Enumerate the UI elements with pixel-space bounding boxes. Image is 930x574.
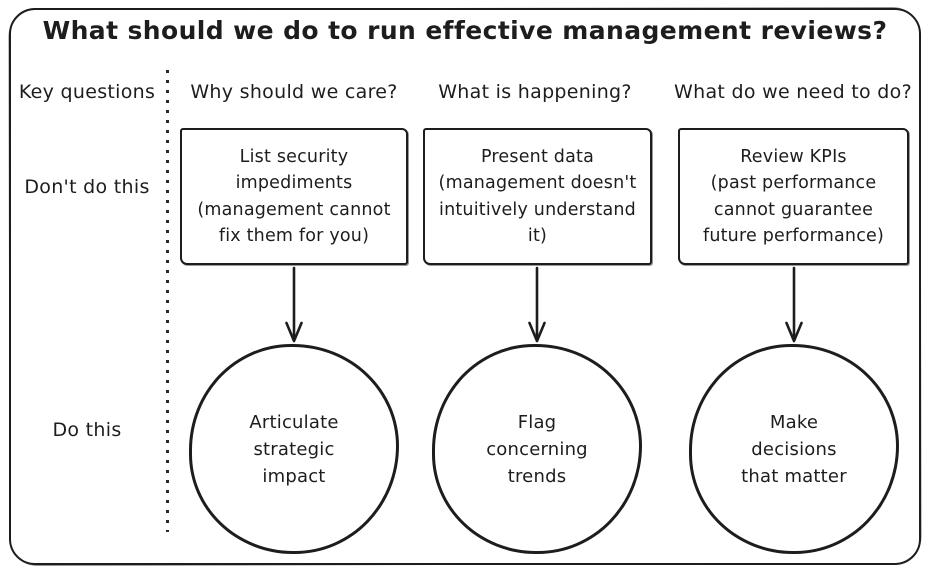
dont-box-review-kpis: Review KPIs (past performance cannot gua…	[678, 128, 909, 265]
do-circle-text: Make decisions that matter	[741, 411, 847, 487]
do-circle-flag-concerning-trends: Flag concerning trends	[432, 344, 642, 554]
do-circle-text: Articulate strategic impact	[249, 411, 339, 487]
do-circle-articulate-strategic-impact: Articulate strategic impact	[189, 344, 399, 554]
dont-box-text: List security impediments (management ca…	[197, 147, 391, 246]
down-arrow-icon	[528, 266, 546, 343]
row-label-dont-do-this: Don't do this	[24, 176, 150, 198]
row-label-key-questions: Key questions	[18, 81, 156, 103]
dont-box-text: Review KPIs (past performance cannot gua…	[702, 147, 885, 246]
dotted-divider	[166, 70, 169, 532]
down-arrow-icon	[285, 266, 303, 343]
column-header-what-is-happening: What is happening?	[438, 81, 632, 103]
do-circle-text: Flag concerning trends	[486, 411, 588, 487]
dont-box-present-data: Present data (management doesn't intuiti…	[423, 128, 652, 265]
dont-box-text: Present data (management doesn't intuiti…	[438, 147, 637, 246]
column-header-why-should-we-care: Why should we care?	[190, 81, 398, 103]
dont-box-list-security-impediments: List security impediments (management ca…	[180, 128, 408, 265]
row-label-do-this: Do this	[52, 419, 122, 441]
do-circle-make-decisions-that-matter: Make decisions that matter	[689, 344, 899, 554]
diagram-title: What should we do to run effective manag…	[42, 16, 888, 45]
column-header-what-do-we-need-to-do: What do we need to do?	[674, 81, 912, 103]
down-arrow-icon	[785, 266, 803, 343]
